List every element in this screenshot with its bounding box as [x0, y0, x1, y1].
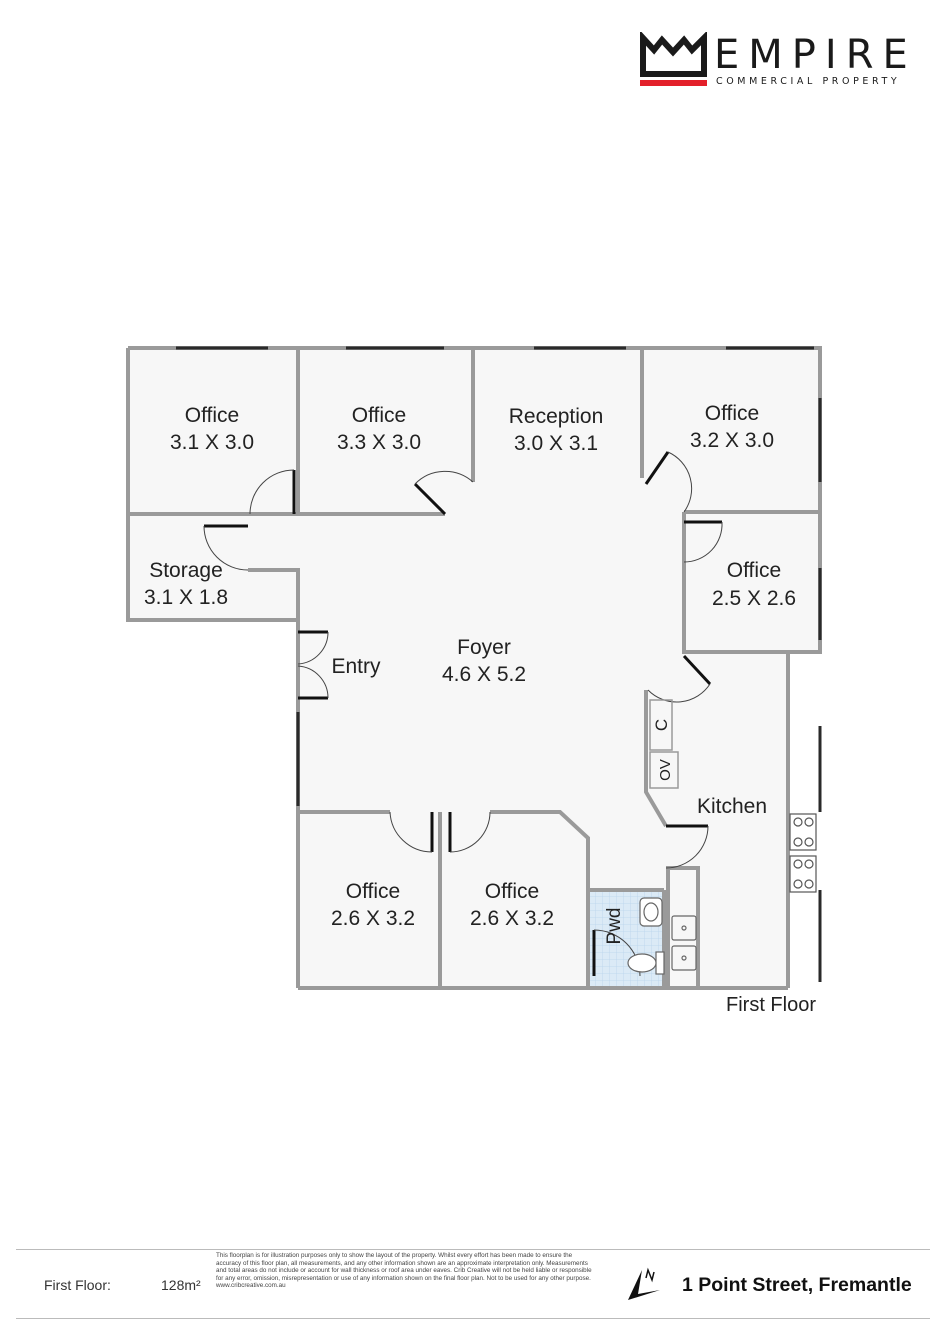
- door-kitchen-upper: [647, 654, 712, 703]
- door-office-3: [644, 451, 693, 513]
- door-office-2: [413, 470, 474, 516]
- room-dims-office-4: 2.5 X 2.6: [712, 587, 796, 610]
- door-storage: [203, 524, 249, 571]
- room-dims-office-3: 3.2 X 3.0: [690, 429, 774, 452]
- room-name-office-3: Office: [705, 402, 759, 425]
- door-entry: [297, 630, 329, 700]
- floor-label: First Floor: [726, 994, 816, 1016]
- door-office-4: [683, 520, 723, 563]
- footer-area: 128m²: [161, 1277, 201, 1293]
- toilet-icon: [627, 951, 665, 975]
- room-name-foyer: Foyer: [457, 636, 511, 659]
- north-arrow-icon: [628, 1267, 660, 1300]
- footer-disclaimer: This floorplan is for illustration purpo…: [216, 1252, 592, 1290]
- label-pwd: Pwd: [604, 908, 625, 945]
- windows: [176, 346, 822, 982]
- sink-icon: [671, 915, 697, 971]
- empire-logo: EMPIRE COMMERCIAL PROPERTY: [640, 32, 920, 92]
- room-labels: Office 3.1 X 3.0 Office 3.3 X 3.0 Recept…: [144, 402, 796, 930]
- footer: First Floor: 128m² This floorplan is for…: [16, 1249, 930, 1319]
- door-office-6: [448, 811, 491, 853]
- crown-icon: [640, 32, 707, 86]
- room-dims-reception: 3.0 X 3.1: [514, 432, 598, 455]
- room-dims-office-1: 3.1 X 3.0: [170, 431, 254, 454]
- room-name-office-5: Office: [346, 880, 400, 903]
- label-cupboard: C: [652, 719, 671, 731]
- room-dims-office-5: 2.6 X 3.2: [331, 907, 415, 930]
- room-name-office-1: Office: [185, 404, 239, 427]
- floor-area: [128, 348, 820, 988]
- brand-name: EMPIRE: [714, 32, 917, 78]
- walls: [126, 346, 822, 990]
- room-dims-storage: 3.1 X 1.8: [144, 586, 228, 609]
- door-office-5: [389, 811, 434, 853]
- kitchen-fixtures: [649, 699, 679, 789]
- cupboard-box: [649, 699, 673, 751]
- room-name-office-6: Office: [485, 880, 539, 903]
- footer-address: 1 Point Street, Fremantle: [682, 1274, 912, 1296]
- doors: [203, 451, 723, 977]
- label-kitchen: Kitchen: [697, 795, 767, 818]
- oven-box: [649, 751, 679, 789]
- logo-accent-bar: [640, 80, 707, 86]
- cooktop-icon: [789, 813, 817, 893]
- room-name-office-2: Office: [352, 404, 406, 427]
- room-dims-foyer: 4.6 X 5.2: [442, 663, 526, 686]
- label-oven: OV: [657, 759, 674, 781]
- label-entry: Entry: [331, 655, 381, 678]
- door-kitchen-lower: [665, 824, 709, 869]
- room-name-reception: Reception: [509, 405, 604, 428]
- room-name-storage: Storage: [149, 559, 223, 582]
- room-dims-office-6: 2.6 X 3.2: [470, 907, 554, 930]
- footer-floor-label: First Floor:: [44, 1277, 111, 1293]
- room-name-office-4: Office: [727, 559, 781, 582]
- door-office-1: [249, 469, 296, 515]
- room-dims-office-2: 3.3 X 3.0: [337, 431, 421, 454]
- brand-tagline: COMMERCIAL PROPERTY: [716, 76, 901, 87]
- basin-icon: [639, 897, 663, 927]
